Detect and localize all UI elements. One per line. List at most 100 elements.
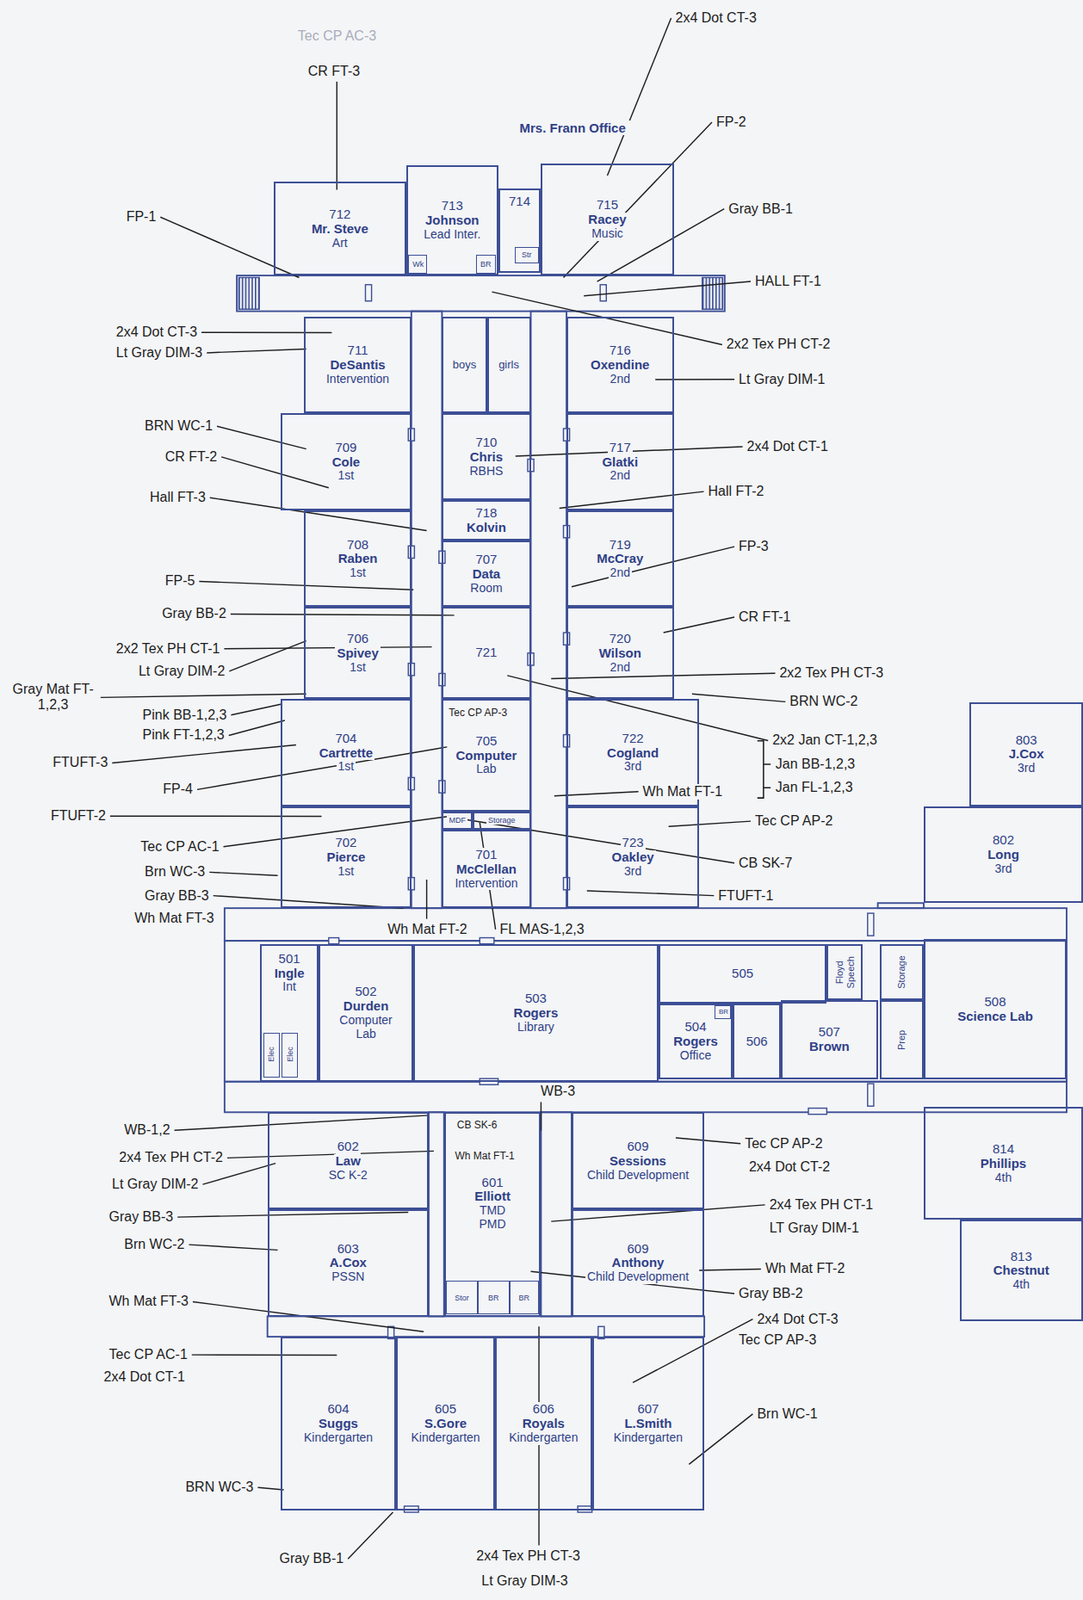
room-box: 604SuggsKindergarten [280,1336,397,1511]
room-label: 4th [1011,1278,1032,1293]
room-box: 803J.Cox3rd [969,702,1083,807]
room-label: Kindergarten [507,1431,580,1446]
annotation-label: 2x4 Tex PH CT-3 [474,1548,582,1565]
annotation-label: Hall FT-2 [705,483,766,500]
leader-line [228,641,306,672]
room-box: 602LawSC K-2 [267,1112,429,1210]
room-number: 706 [345,631,371,647]
bracket [757,741,771,799]
room-box: 701McClellanIntervention [441,829,531,909]
room-box: 508Science Lab [923,939,1067,1081]
room-number: 701 [473,847,499,863]
door [408,878,415,891]
leader-line [347,1512,393,1560]
room-box: 712Mr. SteveArt [273,181,407,276]
annotation-label: 2x4 Dot CT-3 [755,1311,840,1328]
annotation-label: Gray Mat FT-1,2,3 [7,681,98,714]
room-label: Wilson [597,646,644,662]
room-text-block: 609SessionsChild Development [573,1113,703,1208]
room-text-block: 604SuggsKindergarten [282,1338,395,1510]
annotation-label: Gray BB-3 [142,888,211,904]
room-label: Law [334,1154,363,1170]
annotation-label: Wh Mat FT-1 [452,1151,516,1164]
annotation-label: Tec CP AP-2 [742,1136,824,1152]
room-text-block: Storage [474,813,530,829]
room-label: Ingle [272,966,307,982]
room-box: 713JohnsonLead Inter.WkBR [406,165,499,276]
annotation-label: Mrs. Frann Office [515,120,631,136]
room-label: 1st [347,566,368,581]
annotation-label: CR FT-3 [306,63,362,80]
annotation-label: FL MAS-1,2,3 [498,922,587,938]
room-number: Stor [452,1293,471,1303]
room-label: J.Cox [1007,747,1046,762]
room-number: 503 [523,991,549,1007]
annotation-label: Tec CP AC-3 [296,28,378,44]
leader-line [198,581,414,590]
room-number: 720 [607,631,633,647]
room-number: 505 [730,966,756,982]
room-number: BR [486,1293,502,1303]
leader-line [216,426,307,449]
room-number: Floyd Speech [834,947,856,997]
door [328,938,340,945]
room-label: McClellan [454,862,519,878]
room-label: Child Development [585,1270,691,1285]
room-number: 719 [607,538,633,553]
room-text-block: 713JohnsonLead Inter. [408,167,497,274]
room-text-block: Prep [881,1002,923,1078]
room-label: Raben [336,551,380,567]
leader-line [188,1244,278,1251]
annotation-label: BRN WC-2 [787,693,860,710]
room-text-block: 706Spivey1st [305,608,409,698]
annotation-label: 2x4 Dot CT-3 [114,324,199,341]
room-label: 3rd [1015,761,1037,776]
room-text-block: BR [715,1006,731,1020]
room-number: 702 [333,835,359,851]
room-text-block: Floyd Speech [828,946,861,999]
room-number: 803 [1014,733,1040,749]
room-number: 602 [335,1139,361,1155]
room-number: 722 [620,731,646,747]
room-box: 721 [441,606,531,700]
room-number: Wk [410,259,424,269]
room-text-block: 814Phillips4th [925,1108,1082,1218]
room-number: 718 [473,506,499,521]
annotation-label: Pink BB-1,2,3 [141,707,229,724]
leader-line [192,1302,424,1333]
room-text-block: 710ChrisRBHS [443,414,529,499]
room-label: 2nd [608,566,632,581]
room-box: Storage [879,944,924,1001]
room-number: 716 [607,343,633,359]
room-number: 603 [335,1242,361,1257]
annotation-label: Wh Mat FT-2 [763,1261,847,1277]
room-label: 3rd [992,862,1014,877]
leader-line [688,1414,753,1465]
room-text-block: Elec [282,1033,297,1077]
annotation-label: LT Gray DIM-1 [767,1220,861,1237]
room-number: 713 [439,198,465,214]
room-text-block: 507Brown [782,1002,877,1078]
annotation-label: CR FT-2 [163,449,219,465]
room-label: 3rd [622,865,644,879]
annotation-label: Brn WC-2 [122,1237,186,1253]
room-label: 2nd [608,372,632,387]
annotation-label: 2x4 Dot CT-3 [674,10,759,26]
annotation-label: Lt Gray DIM-3 [114,345,205,361]
room-number: 504 [683,1020,709,1035]
door [408,428,415,441]
room-label: Spivey [334,646,380,662]
room-box: 717Glatki2nd [566,413,674,511]
door [365,284,372,302]
room-number: 802 [990,833,1016,848]
room-number: 601 [480,1175,506,1191]
room-label: Cogland [605,746,661,762]
room-text-block: 503RogersLibrary [414,946,657,1081]
room-text-block: 723Oakley3rd [568,808,698,908]
leader-line [563,122,712,279]
annotation-label: Jan BB-1,2,3 [773,756,858,773]
annotation-label: Lt Gray DIM-1 [736,371,827,388]
room-label: Kindergarten [612,1431,685,1446]
room-box: 715RaceyMusic [540,163,674,276]
room-text-block: Elec [264,1033,279,1077]
